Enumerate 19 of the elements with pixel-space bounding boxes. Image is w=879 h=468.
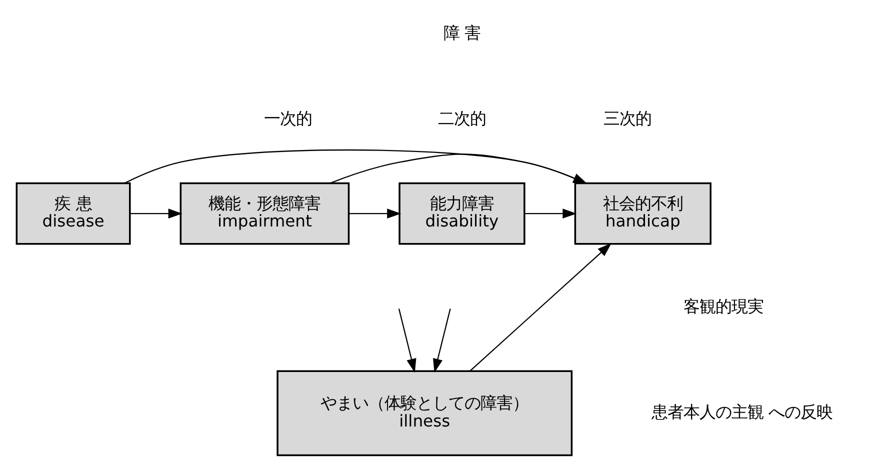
label: 客観的現実	[683, 296, 764, 316]
arrow	[330, 154, 588, 184]
arrow	[470, 243, 612, 372]
arrow	[349, 208, 402, 218]
label: 二次的	[438, 108, 486, 128]
label: 一次的	[264, 108, 312, 128]
node-box: 疾 患 disease	[16, 182, 131, 245]
label: 三次的	[604, 108, 652, 128]
arrow	[398, 308, 416, 373]
label: 患者本人の主観 への反映	[652, 402, 833, 422]
label: 障 害	[443, 24, 481, 43]
arrow	[124, 149, 588, 184]
arrow	[130, 208, 182, 218]
node-box: 社会的不利 handicap	[574, 182, 712, 245]
node-box: 機能・形態障害 impairment	[180, 182, 350, 245]
arrow	[433, 308, 451, 373]
arrow	[524, 208, 577, 218]
node-box: やまい（体験としての障害） illness	[276, 370, 573, 456]
node-box: 能力障害 disability	[398, 182, 526, 245]
